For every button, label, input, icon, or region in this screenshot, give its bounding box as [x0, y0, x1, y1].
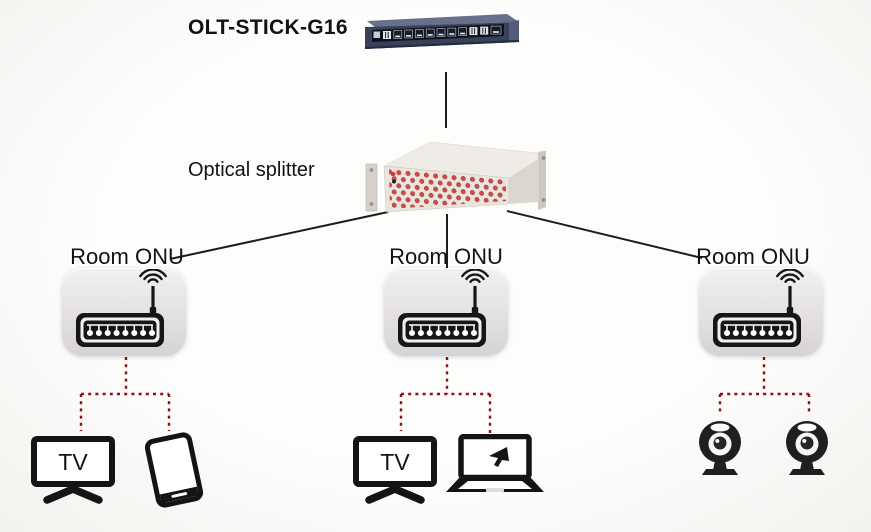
tv-text: TV — [58, 449, 88, 475]
splitter-label: Optical splitter — [188, 159, 315, 181]
splitter-left-ear — [365, 163, 378, 212]
onu-card-1 — [62, 268, 186, 356]
tv-icon: TV — [353, 436, 437, 504]
router-ports — [86, 324, 156, 337]
olt-label: OLT-STICK-G16 — [188, 16, 348, 39]
olt-switch-image — [365, 14, 519, 49]
wifi-router-icon — [76, 269, 167, 347]
onu-card-2 — [384, 268, 508, 356]
onu-label-2: Room ONU — [389, 244, 503, 269]
onu-label-1: Room ONU — [70, 244, 184, 269]
splitter-red-led — [390, 171, 396, 177]
splitter-side-face — [509, 159, 539, 204]
dotted-link-onu3-devices — [718, 357, 811, 414]
switch-ports — [383, 25, 502, 39]
laptop-icon — [446, 434, 544, 492]
webcam-icon — [786, 421, 828, 475]
optical-splitter-image — [365, 141, 546, 213]
splitter-fiber-ports — [389, 169, 506, 209]
touchpad — [486, 488, 504, 492]
cursor-icon — [489, 447, 509, 467]
smartphone-icon — [140, 430, 208, 510]
dotted-link-onu2-devices — [399, 357, 492, 434]
onu-card-3 — [699, 268, 823, 356]
wifi-router-icon — [713, 269, 804, 347]
tv-text: TV — [380, 449, 410, 475]
phone-home-bar — [159, 486, 199, 504]
webcam-icon — [699, 421, 741, 475]
splitter-right-ear — [538, 150, 546, 210]
wifi-waves-icon — [139, 269, 167, 283]
tv-icon: TV — [31, 436, 115, 504]
wifi-router-icon — [398, 269, 489, 347]
line-splitter-to-onu-1 — [169, 211, 389, 260]
onu-label-3: Room ONU — [696, 244, 810, 269]
splitter-power-dot — [392, 179, 396, 184]
dotted-link-onu1-devices — [79, 357, 171, 431]
